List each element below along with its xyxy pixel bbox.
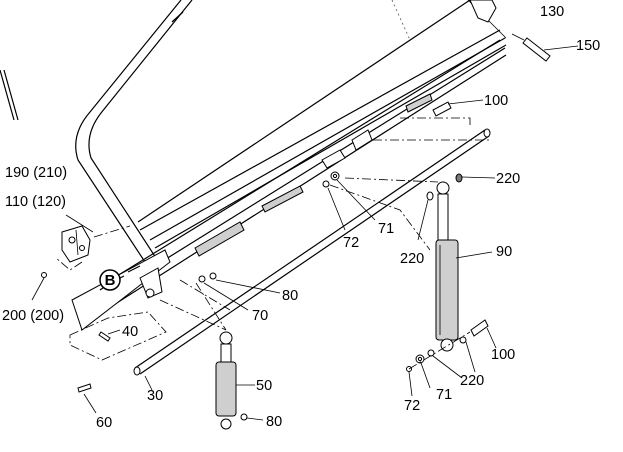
callout-60: 60 [96,415,112,431]
gas-spring-50 [215,331,248,430]
callout-72: 72 [404,398,420,414]
detail-marker-label: B [105,272,116,289]
shaft-30 [133,128,491,376]
callout-labels: 130 150 100 220 190 (210) 110 (120) 71 7… [2,4,600,431]
callout-200: 200 (200) [2,308,64,324]
canopy-panel [137,0,507,249]
callout-100: 100 [484,93,508,109]
detail-marker-b: B [99,269,121,291]
callout-80: 80 [282,288,298,304]
callout-130: 130 [540,4,564,20]
callout-50: 50 [256,378,272,394]
washers [198,171,467,372]
callout-90: 90 [496,244,512,260]
callout-30: 30 [147,388,163,404]
callout-220: 220 [496,171,520,187]
callout-220: 220 [400,251,424,267]
callout-71: 71 [436,387,452,403]
callout-40: 40 [122,324,138,340]
pins [41,37,551,393]
gas-spring-90 [426,173,463,352]
leader-lines [31,33,579,421]
callout-72: 72 [343,235,359,251]
lower-rail [71,39,507,331]
callout-70: 70 [252,308,268,324]
callout-190: 190 (210) [5,165,67,181]
callout-110: 110 (120) [5,194,66,210]
callout-150: 150 [576,38,600,54]
callout-80: 80 [266,414,282,430]
callout-100: 100 [491,347,515,363]
bracket-110 [61,225,91,263]
callout-220: 220 [460,373,484,389]
canopy-frame [0,0,193,263]
callout-71: 71 [378,221,394,237]
assembly-lines [55,117,490,370]
